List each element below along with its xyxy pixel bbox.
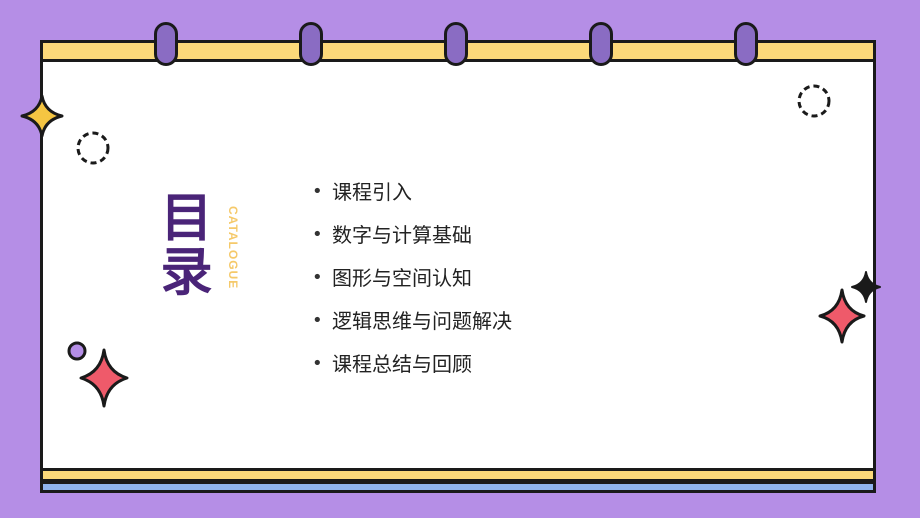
catalogue-list: • 课程引入 • 数字与计算基础 • 图形与空间认知 • 逻辑思维与问题解决 • 课程总结…	[312, 170, 512, 385]
list-item: • 课程引入	[312, 170, 512, 213]
dashed-circle-icon	[76, 131, 110, 165]
notebook-ring-icon	[154, 22, 178, 66]
notebook-ring-icon	[444, 22, 468, 66]
bullet-icon: •	[312, 352, 323, 374]
list-item-label: 逻辑思维与问题解决	[332, 308, 512, 333]
notebook-card	[40, 40, 876, 492]
sparkle-star-icon	[79, 348, 129, 408]
notebook-ring-icon	[589, 22, 613, 66]
list-item-label: 图形与空间认知	[332, 265, 472, 290]
bullet-icon: •	[312, 309, 323, 331]
list-item-label: 数字与计算基础	[332, 222, 472, 247]
notebook-ring-icon	[734, 22, 758, 66]
page-title: 目录	[151, 190, 211, 298]
bullet-icon: •	[312, 266, 323, 288]
list-item: • 图形与空间认知	[312, 256, 512, 299]
sparkle-star-icon	[20, 94, 64, 138]
sparkle-star-icon	[818, 288, 866, 344]
list-item-label: 课程引入	[332, 179, 412, 204]
list-item: • 课程总结与回顾	[312, 342, 512, 385]
dot-circle-icon	[67, 341, 87, 361]
bullet-icon: •	[312, 223, 323, 245]
list-item: • 数字与计算基础	[312, 213, 512, 256]
notebook-ring-icon	[299, 22, 323, 66]
notebook-bottom-bar-blue	[40, 481, 876, 493]
bullet-icon: •	[312, 180, 323, 202]
sparkle-star-icon	[851, 271, 881, 303]
list-item: • 逻辑思维与问题解决	[312, 299, 512, 342]
notebook-bottom-bar	[40, 468, 876, 482]
page-subtitle: CATALOGUE	[226, 206, 240, 290]
list-item-label: 课程总结与回顾	[332, 351, 472, 376]
dashed-circle-icon	[797, 84, 831, 118]
